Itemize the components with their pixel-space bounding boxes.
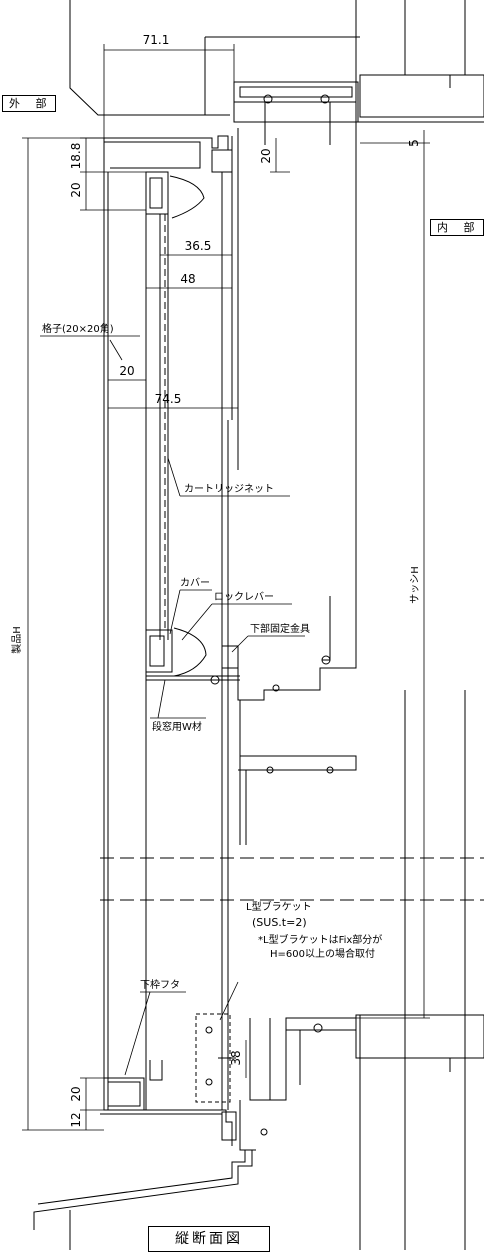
- label-l-bracket: L型ブラケット: [246, 900, 312, 913]
- dim-20-lattice: 20: [119, 364, 134, 378]
- upper-shutter-box: [145, 171, 205, 640]
- dim-20-top-left: 20: [69, 182, 83, 197]
- break-lines: [100, 857, 484, 901]
- label-note-line1: *L型ブラケットはFix部分が: [258, 933, 382, 946]
- lower-sash-frame: [239, 1017, 357, 1151]
- label-cover: カバー: [180, 577, 210, 589]
- bottom-frame: [100, 1060, 237, 1146]
- label-bottom-lid: 下枠フタ: [140, 978, 180, 991]
- middle-lock-box: [145, 627, 240, 681]
- label-product-h: 製品H: [10, 626, 23, 654]
- dim-18-8: 18.8: [69, 143, 83, 170]
- sill: [33, 1150, 253, 1250]
- upper-sash-frame: [233, 81, 484, 145]
- dim-12: 12: [69, 1112, 83, 1127]
- l-bracket: [195, 1013, 236, 1103]
- lattice-lines: [107, 172, 239, 1110]
- annotation-texts: 格子(20×20角) カートリッジネット カバー ロックレバー 下部固定金具 段…: [10, 322, 421, 991]
- label-l-bracket-spec: (SUS.t=2): [252, 916, 307, 929]
- label-note-line2: H=600以上の場合取付: [270, 947, 375, 960]
- head-frame: [103, 128, 239, 1110]
- dim-48: 48: [180, 272, 195, 286]
- exterior-label: 外 部: [2, 95, 56, 112]
- label-lower-fixing: 下部固定金具: [250, 622, 310, 635]
- leader-lines: [40, 335, 305, 1076]
- dimension-texts: 71.1 18.8 20 20 5 36.5 48 20 74.5 38 20 …: [69, 33, 421, 1128]
- dim-38: 38: [229, 1050, 243, 1065]
- dim-5: 5: [407, 139, 421, 147]
- label-lattice: 格子(20×20角): [42, 322, 114, 335]
- interior-label: 内 部: [430, 219, 484, 236]
- lower-structure: [355, 0, 484, 1250]
- dim-20-top-right: 20: [259, 148, 273, 163]
- label-lock-lever: ロックレバー: [214, 591, 274, 603]
- dim-20-bottom: 20: [69, 1086, 83, 1101]
- middle-sash-frame: [210, 596, 357, 845]
- dimension-lines: [22, 44, 430, 1131]
- dim-71-1: 71.1: [143, 33, 170, 47]
- label-cartridge-net: カートリッジネット: [184, 483, 274, 495]
- label-step-window: 段窓用W材: [152, 720, 202, 733]
- label-sash-h: サッシH: [409, 566, 421, 604]
- drawing-title: 縦断面図: [148, 1226, 270, 1252]
- dim-74-5: 74.5: [155, 392, 182, 406]
- dim-36-5: 36.5: [185, 239, 212, 253]
